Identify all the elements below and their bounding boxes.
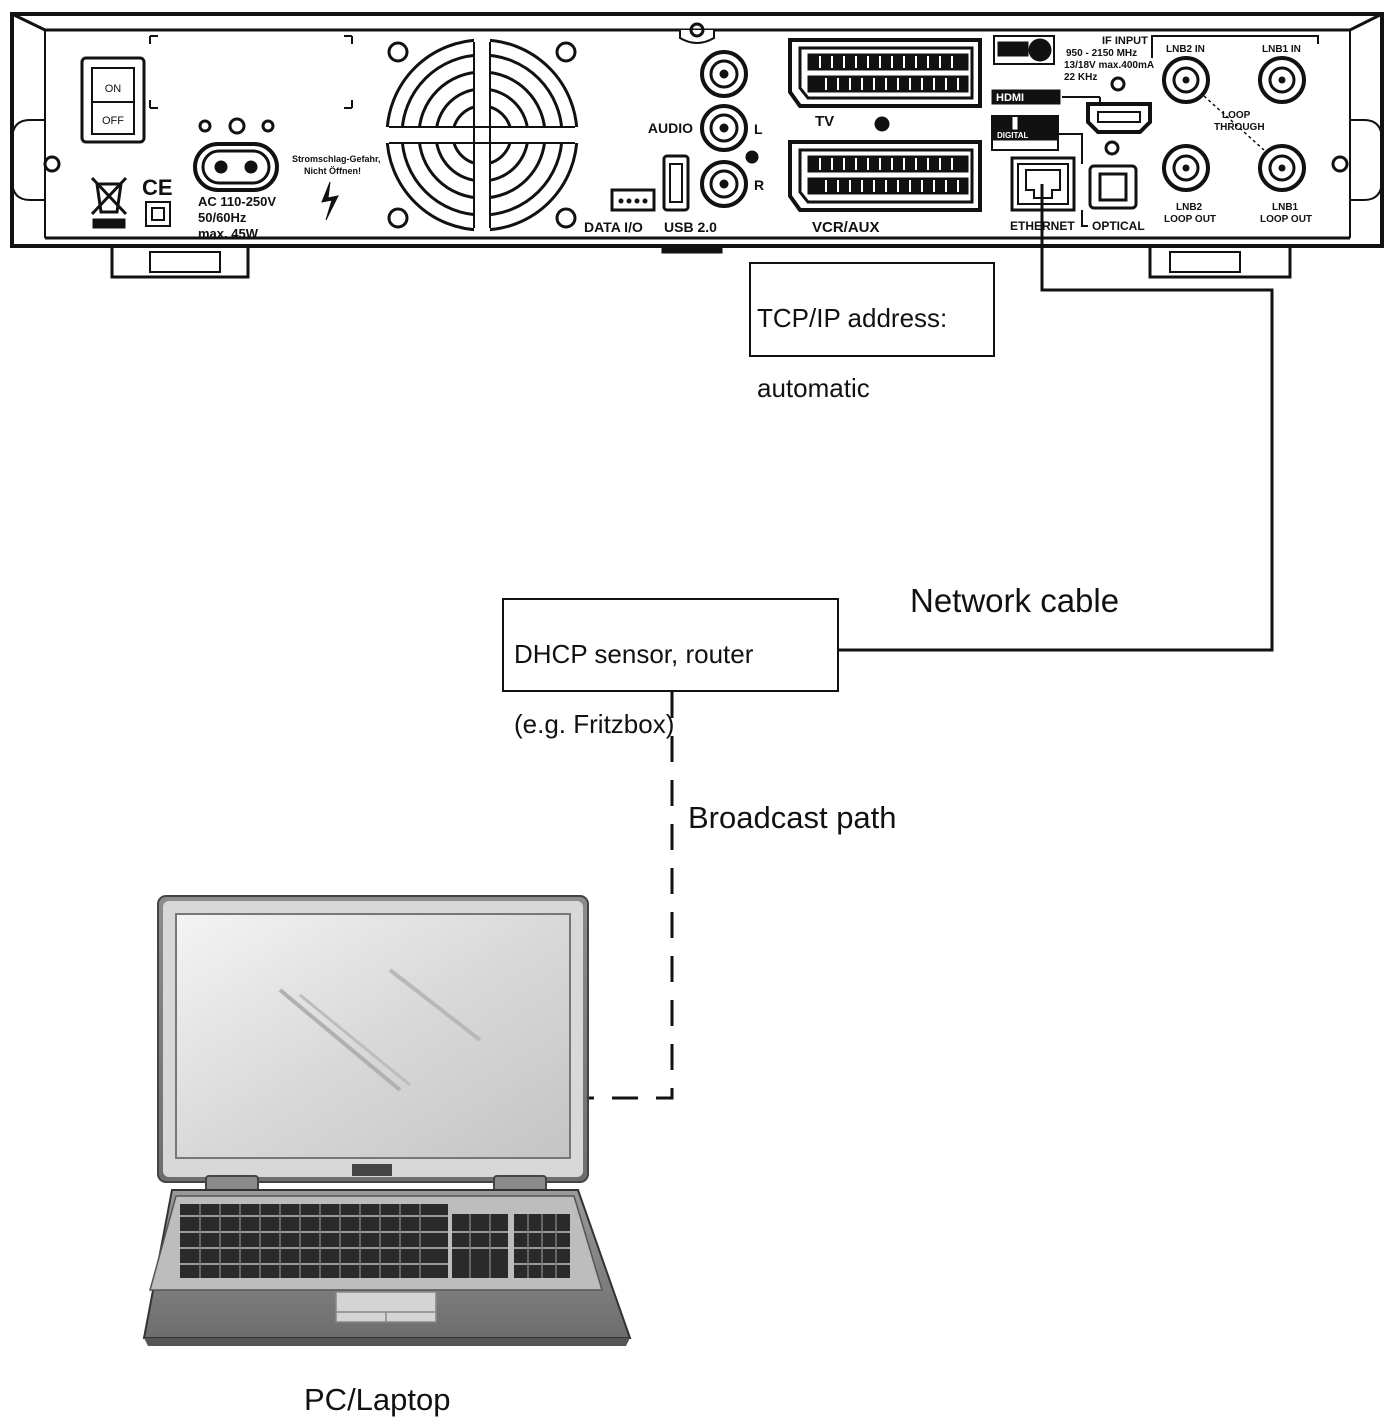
dhcp-router-box: DHCP sensor, router (e.g. Fritzbox) — [502, 598, 839, 739]
lnb2-loop-label-2: LOOP OUT — [1164, 214, 1216, 225]
receiver-back-panel: ON OFF CE AC 110-250V 50/60Hz max. 45W — [10, 12, 1384, 279]
warning-text-1: Stromschlag-Gefahr, — [292, 154, 381, 164]
svg-text:IF INPUT 950 - 2150 M: IF INPUT 950 - 2150 MHz 13/18V max.400mA… — [1064, 35, 1156, 83]
lnb1-loop-label-2: LOOP OUT — [1260, 214, 1312, 225]
tcpip-line-1: TCP/IP address: — [757, 303, 948, 333]
lnb2-loop-out-connector[interactable] — [1162, 144, 1210, 192]
audio-label: AUDIO — [648, 120, 693, 136]
laptop-illustration — [142, 895, 632, 1346]
double-insulation-icon — [145, 201, 171, 227]
dolby-digital-logo-icon: DIGITAL — [997, 131, 1029, 140]
laptop-screen — [175, 913, 571, 1159]
rca-jack-right[interactable] — [700, 160, 748, 208]
vcr-aux-label: VCR/AUX — [812, 219, 880, 236]
audio-left-label: L — [754, 121, 763, 137]
power-spec-2: 50/60Hz — [198, 210, 247, 225]
broadcast-path-line — [588, 692, 674, 1100]
power-switch[interactable] — [80, 56, 146, 144]
if-input-line-3: 22 KHz — [1064, 72, 1097, 83]
lnb2-in-label: LNB2 IN — [1166, 44, 1205, 55]
rca-jack-top[interactable] — [700, 50, 748, 98]
loop-through-label-1: LOOP — [1222, 110, 1251, 121]
scart-vcr-port[interactable] — [788, 140, 982, 212]
fan-grille — [385, 38, 579, 232]
scart-tv-port[interactable] — [788, 38, 982, 108]
data-io-port[interactable] — [610, 188, 656, 212]
svg-text:LNB2 IN LNB1 IN: LNB2 IN LNB1 IN LOOP THROUGH LNB2 LOOP O… — [1164, 44, 1312, 225]
high-voltage-icon — [321, 181, 339, 221]
network-cable-label: Network cable — [910, 582, 1120, 619]
svg-text:Stromschlag-Gefahr, Nich: Stromschlag-Gefahr, Nicht Öffnen! — [292, 154, 383, 176]
tcpip-address-box: TCP/IP address: automatic — [749, 262, 995, 403]
audio-right-label: R — [754, 177, 764, 193]
power-socket[interactable] — [193, 142, 279, 192]
switch-off-label: OFF — [102, 115, 124, 127]
lnb1-in-connector[interactable] — [1258, 56, 1306, 104]
network-cable-line — [838, 184, 1274, 652]
lnb1-in-label: LNB1 IN — [1262, 44, 1301, 55]
optical-label: OPTICAL — [1092, 219, 1145, 233]
lnb1-loop-label-1: LNB1 — [1272, 202, 1299, 213]
svg-text:AC 110-250V 50/60Hz: AC 110-250V 50/60Hz max. 45W — [198, 194, 280, 241]
optical-port[interactable] — [1088, 164, 1138, 210]
tv-label: TV — [815, 113, 834, 130]
tcpip-line-2: automatic — [757, 373, 870, 403]
power-spec-3: max. 45W — [198, 226, 259, 241]
audio-rca-jacks — [700, 50, 759, 208]
usb-label: USB 2.0 — [664, 219, 717, 235]
pc-laptop-label: PC/Laptop — [304, 1382, 451, 1417]
hdmi-logo-icon: HDMI — [996, 92, 1024, 104]
loop-through-label-2: THROUGH — [1214, 122, 1265, 133]
router-line-1: DHCP sensor, router — [514, 639, 754, 669]
broadcast-path-label: Broadcast path — [688, 800, 897, 835]
ce-mark-icon: CE — [142, 175, 173, 200]
ds-logo-icon — [993, 35, 1055, 65]
weee-bin-icon — [90, 176, 128, 229]
switch-on-label: ON — [105, 83, 122, 95]
if-input-line-2: 13/18V max.400mA — [1064, 60, 1154, 71]
warning-text-2: Nicht Öffnen! — [304, 166, 361, 176]
rca-jack-left[interactable] — [700, 104, 748, 152]
lnb1-loop-out-connector[interactable] — [1258, 144, 1306, 192]
if-input-line-1: 950 - 2150 MHz — [1066, 48, 1137, 59]
screw-icon — [689, 22, 705, 38]
lnb2-loop-label-1: LNB2 — [1176, 202, 1203, 213]
lnb2-in-connector[interactable] — [1162, 56, 1210, 104]
if-input-title: IF INPUT — [1102, 35, 1148, 47]
router-line-2: (e.g. Fritzbox) — [514, 709, 675, 739]
power-spec-1: AC 110-250V — [198, 194, 276, 209]
data-io-label: DATA I/O — [584, 219, 643, 235]
